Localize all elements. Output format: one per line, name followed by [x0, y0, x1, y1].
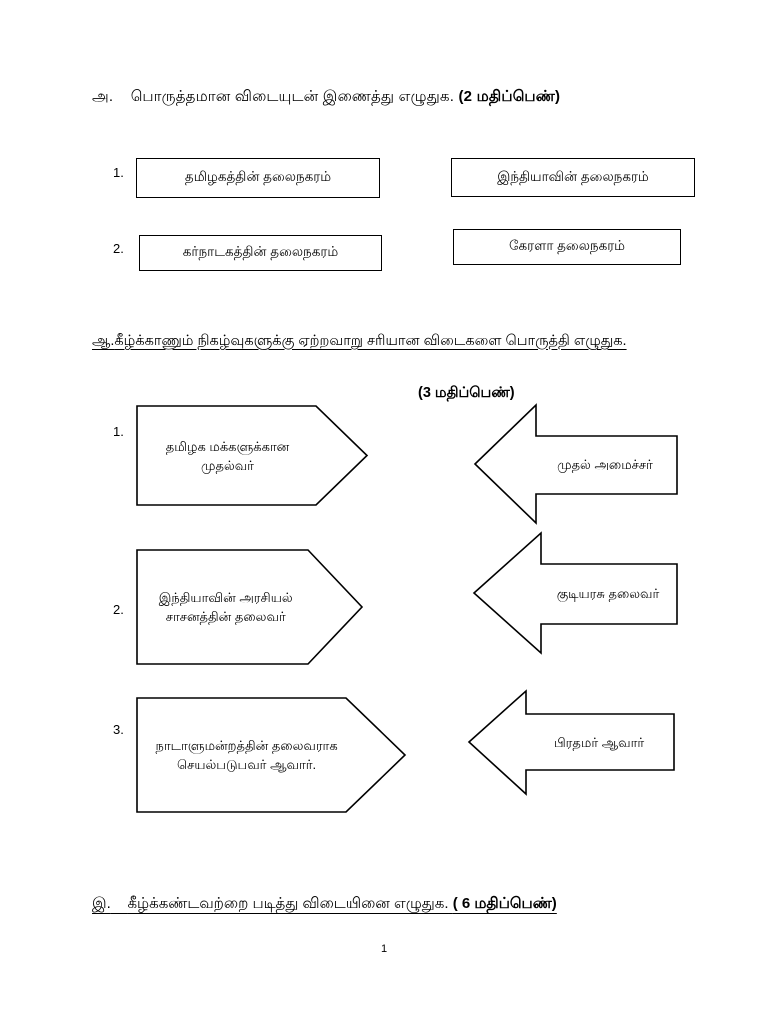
section2-right-arrow-1-text: முதல் அமைச்சர் — [557, 456, 653, 472]
section2-left-pentagon-1-text: தமிழக மக்களுக்கான முதல்வர் — [165, 438, 290, 473]
section2-left-pentagon-2-text: இந்தியாவின் அரசியல் சாசனத்தின் தலைவர் — [158, 590, 293, 624]
section2-heading-text: கீழ்க்காணும் நிகழ்வுகளுக்கு ஏற்றவாறு சரி… — [114, 333, 627, 349]
section2-item-number-1: 1. — [113, 424, 124, 439]
section2-item-number-3: 3. — [113, 722, 124, 737]
section2-left-pentagon-3[interactable]: நாடாளுமன்றத்தின் தலைவராக செயல்படுபவர் ஆவ… — [136, 697, 407, 813]
section1-heading: அ. பொருத்தமான விடையுடன் இணைத்து எழுதுக. … — [92, 88, 560, 107]
section2-right-arrow-2[interactable]: குடியரசு தலைவர் — [472, 531, 678, 655]
section2-right-arrow-2-text: குடியரசு தலைவர் — [556, 585, 660, 601]
section2-left-pentagon-2[interactable]: இந்தியாவின் அரசியல் சாசனத்தின் தலைவர் — [136, 549, 364, 665]
section1-right-box-1[interactable]: இந்தியாவின் தலைநகரம் — [451, 158, 695, 197]
section3-marks: ( 6 மதிப்பெண்) — [452, 895, 557, 912]
section3-heading-text: கீழ்க்கண்டவற்றை படித்து விடையினை எழுதுக. — [127, 895, 449, 912]
section2-heading-prefix: ஆ. — [92, 333, 115, 349]
section3-heading-prefix: இ. — [92, 895, 111, 912]
section2-heading: ஆ.கீழ்க்காணும் நிகழ்வுகளுக்கு ஏற்றவாறு ச… — [92, 330, 682, 352]
section3-heading: இ. கீழ்க்கண்டவற்றை படித்து விடையினை எழுத… — [92, 895, 677, 914]
section1-marks: (2 மதிப்பெண்) — [458, 88, 561, 105]
section1-item-number-2: 2. — [113, 241, 124, 256]
section2-right-arrow-1[interactable]: முதல் அமைச்சர் — [473, 403, 678, 525]
section1-right-box-2[interactable]: கேரளா தலைநகரம் — [453, 229, 681, 265]
section2-left-pentagon-1[interactable]: தமிழக மக்களுக்கான முதல்வர் — [136, 405, 369, 506]
section1-heading-text: பொருத்தமான விடையுடன் இணைத்து எழுதுக. — [130, 88, 455, 105]
section2-left-pentagon-3-text: நாடாளுமன்றத்தின் தலைவராக செயல்படுபவர் ஆவ… — [155, 738, 338, 772]
section1-left-box-1[interactable]: தமிழகத்தின் தலைநகரம் — [136, 158, 380, 198]
section2-right-arrow-3-text: பிரதமர் ஆவார் — [553, 735, 645, 750]
page-number: 1 — [380, 943, 388, 955]
section2-item-number-2: 2. — [113, 602, 124, 617]
section1-left-box-2[interactable]: கர்நாடகத்தின் தலைநகரம் — [139, 235, 382, 271]
section1-item-number-1: 1. — [113, 165, 124, 180]
section2-right-arrow-3[interactable]: பிரதமர் ஆவார் — [467, 689, 675, 796]
section1-heading-prefix: அ. — [92, 88, 114, 105]
section2-marks: (3 மதிப்பெண்) — [418, 385, 515, 401]
